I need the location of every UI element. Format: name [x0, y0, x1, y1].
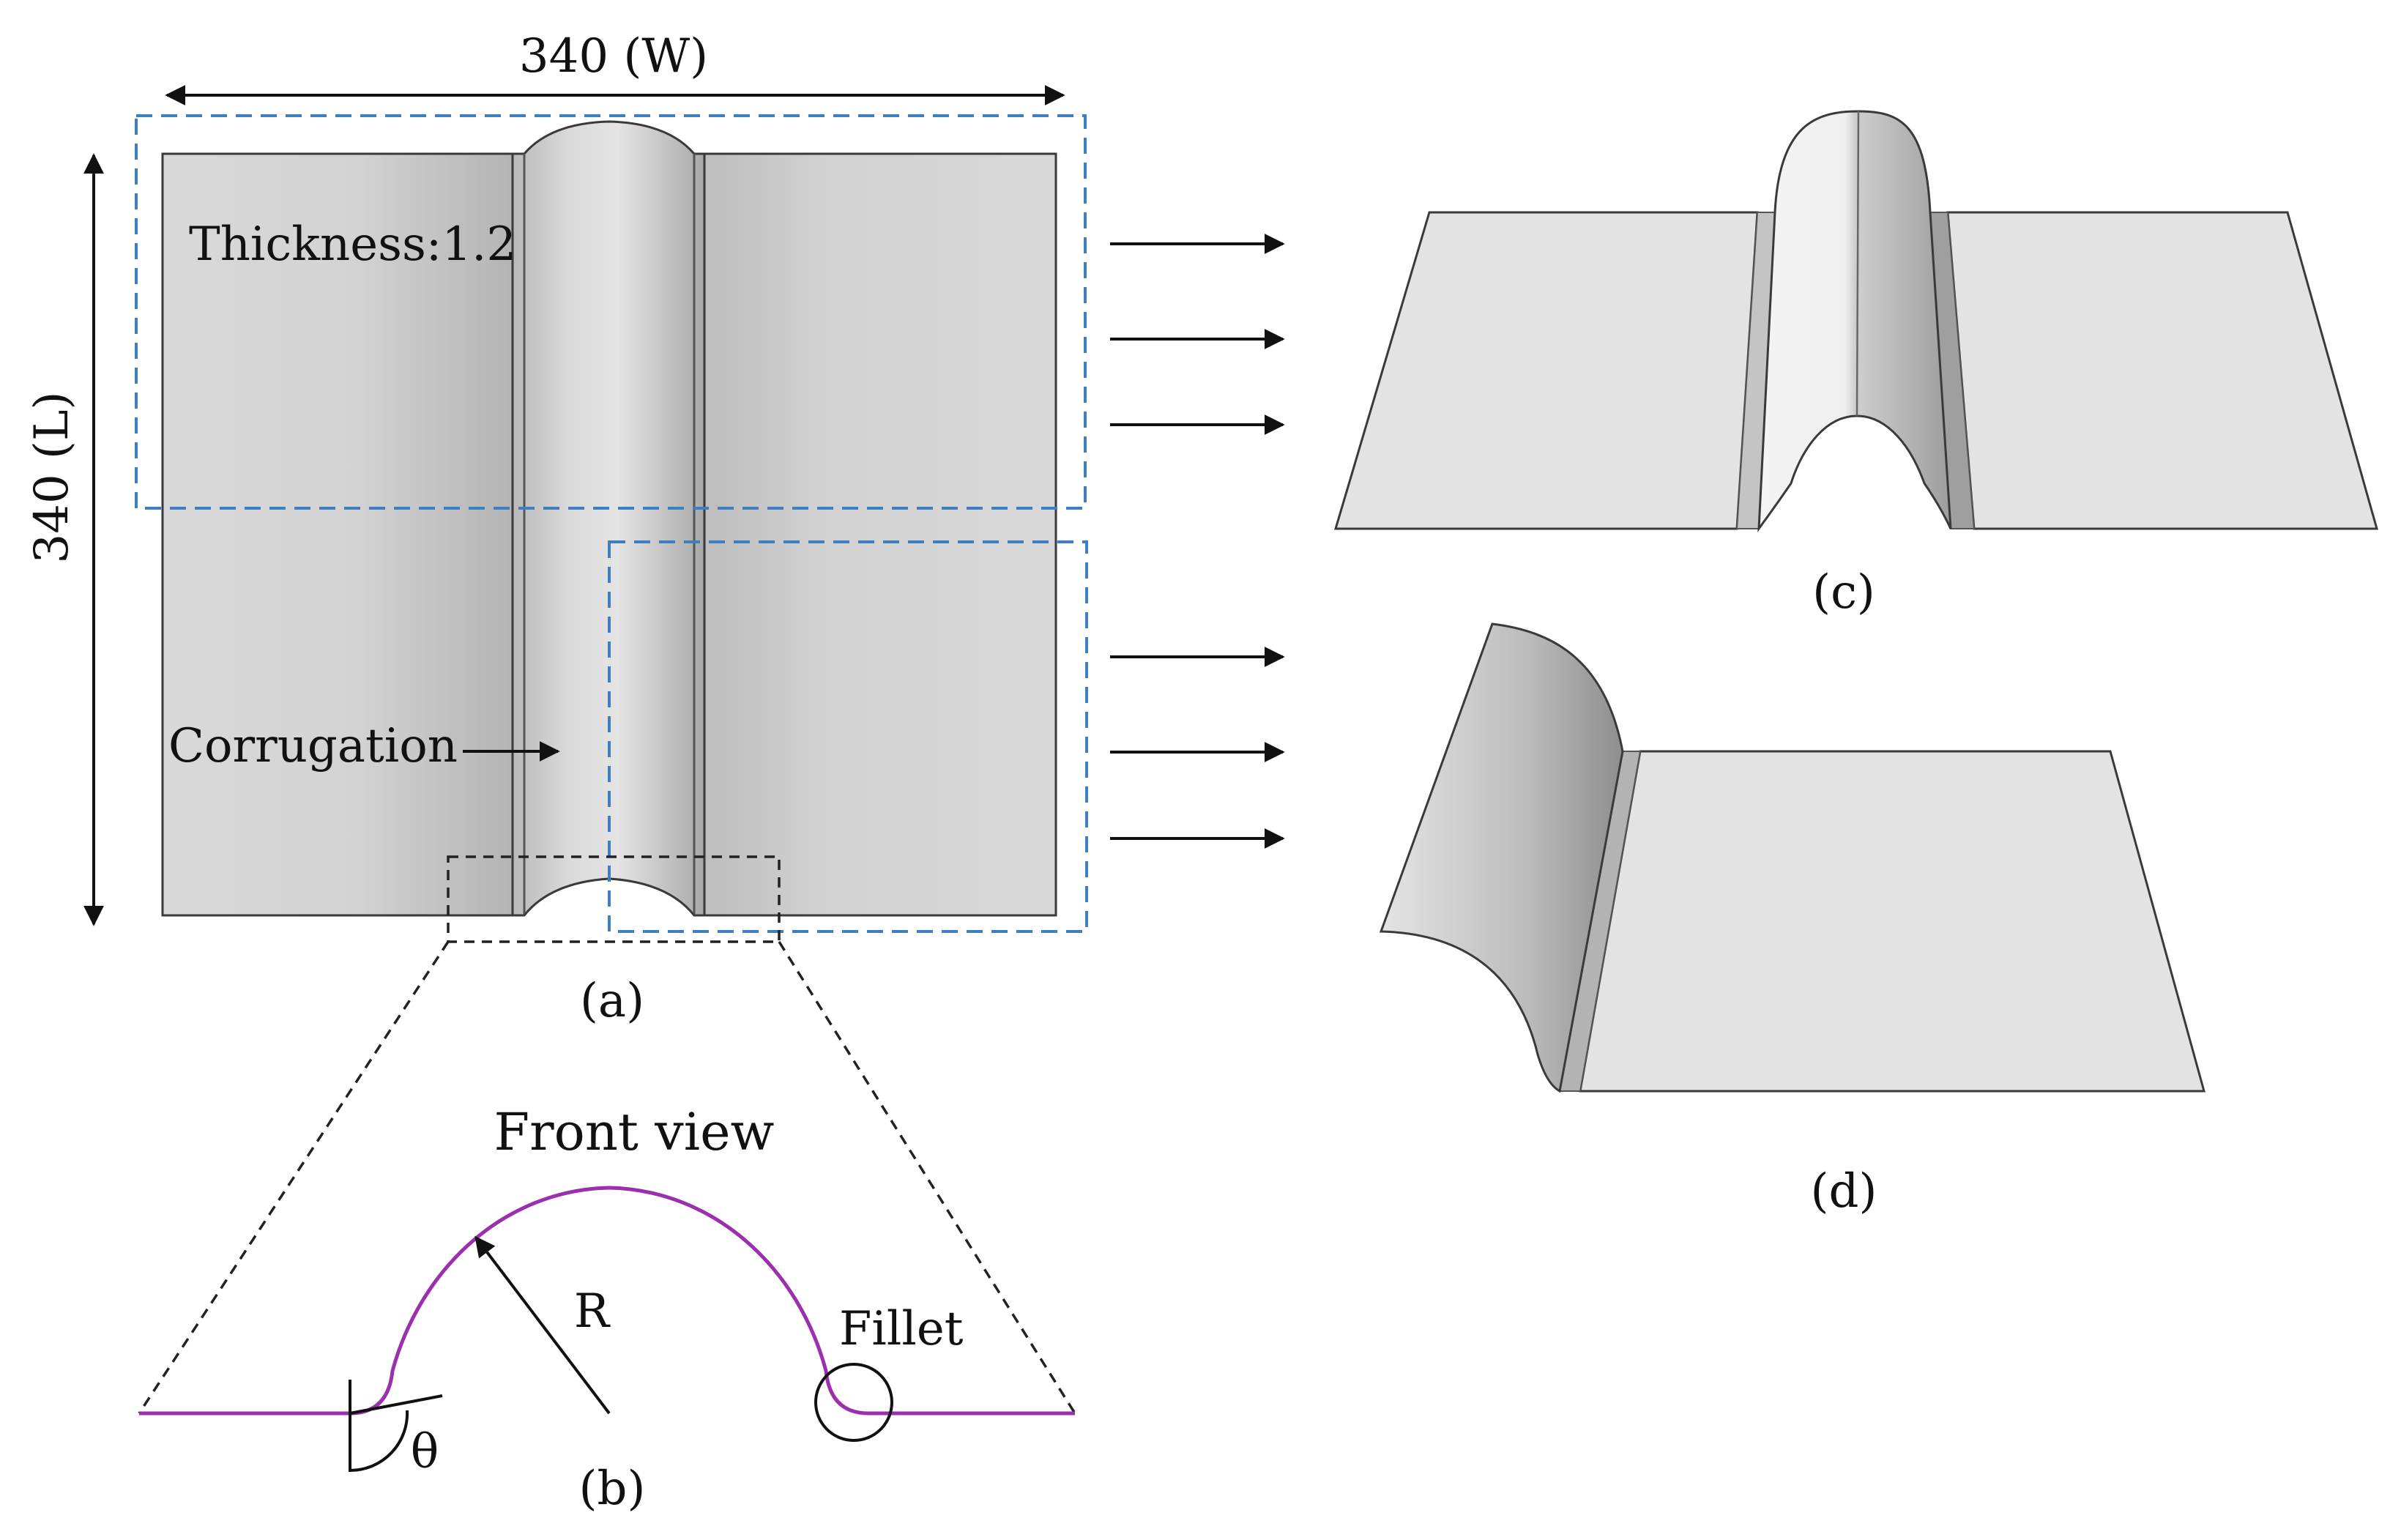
angle-arc — [349, 1410, 409, 1473]
zoom-projection-line — [138, 941, 450, 1414]
panel-a-top-view — [161, 120, 1057, 917]
length-dimension-label: 340 (L) — [25, 392, 79, 564]
flat-plate-left — [1333, 211, 1759, 530]
zoom-projection-line — [778, 941, 1076, 1414]
half-corrugation-3d — [1379, 622, 1624, 1093]
flat-plate-right — [1946, 211, 2378, 530]
radius-label: R — [574, 1284, 611, 1339]
panel-c-3d-model: (c) — [1333, 110, 2378, 620]
panel-b-front-view: Front view R Fillet θ (b) — [139, 1102, 1075, 1516]
corrugation-label: Corrugation — [168, 719, 458, 773]
radius-line — [474, 1235, 611, 1415]
fillet-label: Fillet — [839, 1302, 964, 1356]
fillet-marker-circle — [814, 1363, 893, 1442]
plate-left-half — [161, 152, 514, 917]
flow-arrows-upper — [1110, 234, 1285, 435]
panel-d-label: (d) — [1811, 1164, 1877, 1219]
panel-b-label: (b) — [579, 1462, 646, 1516]
panel-c-label: (c) — [1812, 565, 1875, 620]
hump-crest-line — [1855, 111, 1860, 417]
upper-selection-box — [135, 114, 1087, 510]
angle-label: θ — [411, 1425, 439, 1479]
corrugation-hump-3d — [1757, 110, 1952, 532]
thickness-label: Thickness:1.2 — [189, 217, 516, 272]
front-view-title: Front view — [494, 1102, 775, 1162]
zoom-detail-box — [447, 855, 781, 943]
panel-a-label: (a) — [580, 974, 644, 1028]
width-dimension-label: 340 (W) — [519, 29, 708, 83]
corrugation-profile — [139, 1186, 1075, 1416]
lower-selection-box — [608, 540, 1088, 933]
flat-plate-half — [1579, 750, 2205, 1093]
flow-arrows-lower — [1110, 647, 1285, 849]
plate-right-half — [703, 152, 1057, 917]
panel-d-3d-model: (d) — [1379, 622, 2205, 1219]
angle-tangent-line — [349, 1394, 443, 1415]
